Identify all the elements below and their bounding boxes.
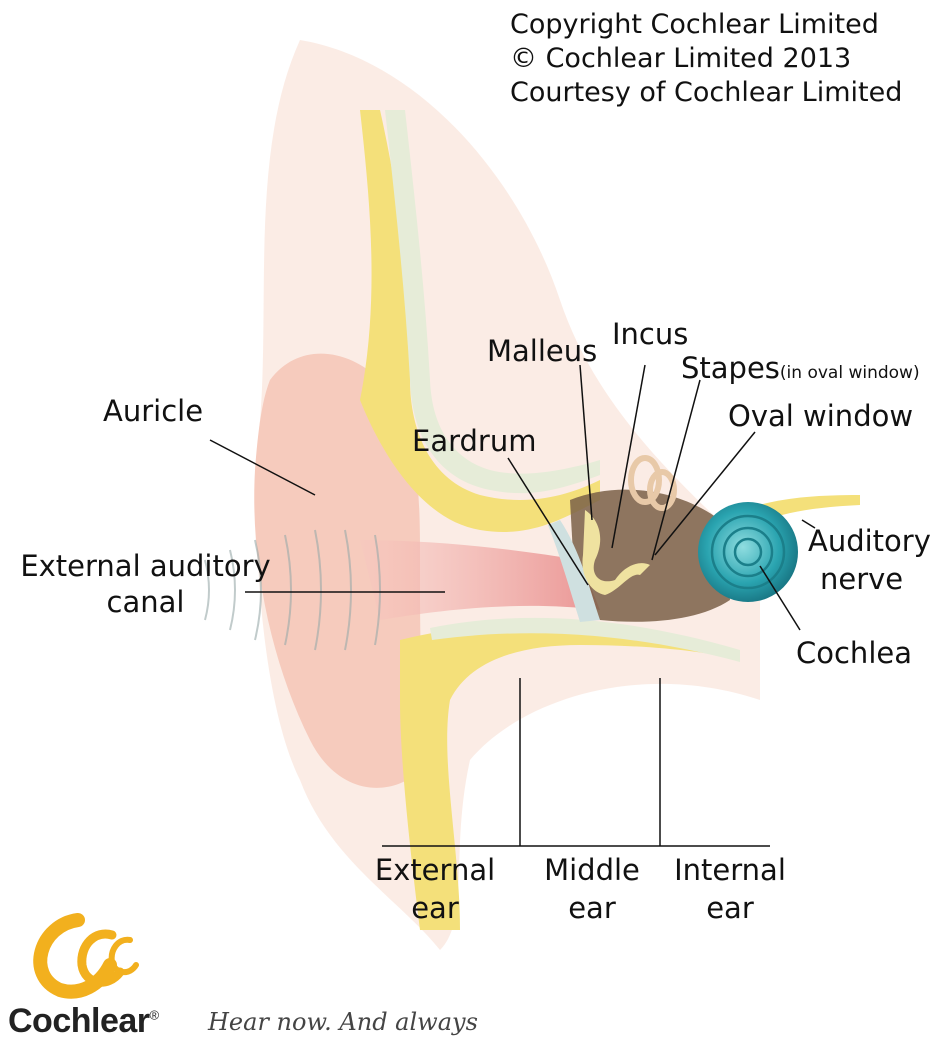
section-middle-line-2: ear: [522, 889, 662, 927]
section-internal-ear: Internal ear: [660, 851, 800, 927]
copyright-line-2: © Cochlear Limited 2013: [510, 42, 902, 76]
label-eardrum: Eardrum: [412, 423, 536, 459]
label-external-canal: External auditory canal: [8, 548, 283, 620]
label-oval-window: Oval window: [728, 398, 913, 434]
section-middle-line-1: Middle: [522, 851, 662, 889]
label-stapes: Stapes(in oval window): [681, 350, 920, 391]
section-middle-ear: Middle ear: [522, 851, 662, 927]
section-internal-line-1: Internal: [660, 851, 800, 889]
cochlear-logo-text: Cochlear®: [8, 1002, 159, 1041]
label-cochlea: Cochlea: [796, 635, 912, 671]
section-external-line-1: External: [365, 851, 505, 889]
brand-name: Cochlear: [8, 1002, 150, 1040]
label-auditory-nerve-line-2: nerve: [808, 560, 931, 598]
label-auricle: Auricle: [103, 393, 203, 429]
label-stapes-note: (in oval window): [780, 363, 920, 383]
section-external-line-2: ear: [365, 889, 505, 927]
cochlear-logo-mark: [40, 920, 136, 992]
label-malleus: Malleus: [487, 333, 597, 369]
section-external-ear: External ear: [365, 851, 505, 927]
brand-registered: ®: [150, 1008, 159, 1023]
label-stapes-text: Stapes: [681, 351, 780, 385]
copyright-line-3: Courtesy of Cochlear Limited: [510, 76, 902, 110]
label-auditory-nerve-line-1: Auditory: [808, 522, 931, 560]
label-external-canal-line-1: External auditory: [8, 548, 283, 584]
label-incus: Incus: [612, 316, 688, 352]
label-external-canal-line-2: canal: [8, 584, 283, 620]
brand-tagline: Hear now. And always: [208, 1008, 478, 1036]
section-internal-line-2: ear: [660, 889, 800, 927]
copyright-block: Copyright Cochlear Limited © Cochlear Li…: [510, 8, 902, 110]
copyright-line-1: Copyright Cochlear Limited: [510, 8, 902, 42]
label-auditory-nerve: Auditory nerve: [808, 522, 931, 598]
